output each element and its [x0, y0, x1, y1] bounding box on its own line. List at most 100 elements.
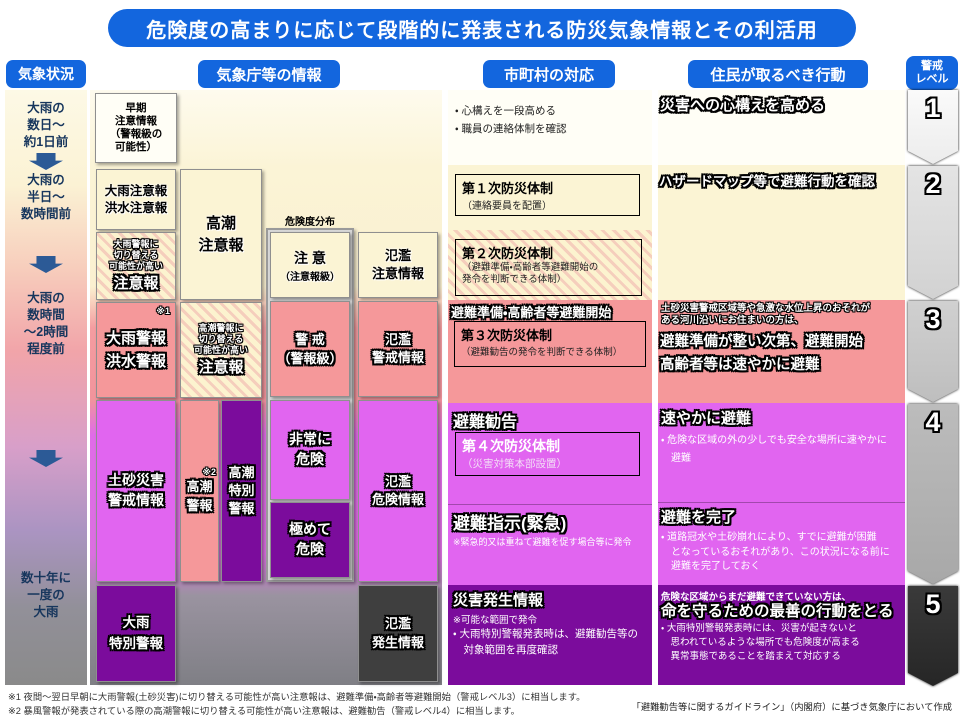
surge-switch-label: 注意報 — [198, 359, 244, 377]
attribution: 「避難勧告等に関するガイドライン」（内閣府）に基づき気象庁において作成 — [631, 702, 952, 712]
municipality-l4-heading: 避難勧告 — [453, 414, 518, 431]
surge-switch-note: 高潮警報に 切り替える 可能性が高い — [193, 322, 248, 356]
header-municipality-response: 市町村の対応 — [483, 60, 615, 88]
alert-level-arrow: 1 — [908, 90, 958, 164]
box4-title: 第４次防災体制 — [462, 438, 560, 454]
box-early-warning-info: 早期 注意情報 （警報級の 可能性） — [95, 93, 177, 163]
municipality-l4-divider — [448, 504, 652, 505]
box-flood-warning-info: 氾濫 警戒情報 — [358, 301, 438, 397]
residents-l4-bullet1: ・ 危険な区域の外の少しでも安全な場所に速やかに 避難 — [661, 435, 887, 464]
box3-title: 第３次防災体制 — [461, 328, 553, 343]
box-heavy-rain-special-warning: 大雨 特別警報 — [96, 585, 176, 682]
box-landslide-alert-info: 土砂災害 警戒情報 — [96, 400, 176, 582]
box-storm-surge-special-warning: 高潮 特別 警報 — [221, 400, 262, 582]
alert-level-number: 1 — [925, 93, 941, 123]
header-alert-level: 警戒 レベル — [906, 56, 958, 90]
footnote-1: ※1 夜間～翌日早朝に大雨警報(土砂災害)に切り替える可能性が高い注意報は、避難… — [8, 692, 586, 702]
municipality-l5-note: ※可能な範囲で発令 — [453, 615, 537, 626]
residents-band-level1 — [658, 90, 905, 165]
residents-l4-heading1: 速やかに避難 — [661, 410, 752, 427]
box-flood-caution-info: 氾濫 注意情報 — [358, 232, 438, 298]
municipality-l5-heading: 災害発生情報 — [453, 592, 544, 609]
alert-level-arrow: 3 — [908, 301, 958, 402]
municipality-l2-box2: 第２次防災体制 （避難準備・高齢者等避難開始の 発令を判断できる体制） — [455, 239, 642, 296]
alert-level-number: 2 — [925, 169, 941, 199]
box2-title: 第２次防災体制 — [462, 246, 554, 261]
risk-map-label: 危険度分布 — [285, 217, 335, 228]
municipality-band-level1 — [448, 90, 652, 165]
municipality-l5-bullet: ・ 大雨特別警報発表時は、避難勧告等の 対象範囲を再度確認 — [453, 628, 638, 656]
box-risk-caution: 注 意 （注意報級） — [270, 232, 350, 298]
residents-l5-heading: 命を守るための最善の行動をとる — [661, 603, 894, 620]
residents-l4-heading2: 避難を完了 — [661, 509, 737, 526]
page-title: 危険度の高まりに応じて段階的に発表される防災気象情報とその利活用 — [108, 9, 856, 47]
timeline-stage-1: 大雨の 数日～ 約1日前 — [23, 101, 69, 149]
box-storm-surge-advisory: 高潮 注意報 — [180, 169, 262, 300]
footnote-mark-1: ※1 — [156, 306, 170, 316]
box-risk-warning: 警 戒 （警報級） — [270, 301, 350, 397]
timeline-stage-3: 大雨の 数時間 ～2時間 程度前 — [23, 291, 69, 356]
residents-l3-main1: 避難準備が整い次第、避難開始 — [660, 334, 863, 350]
box-risk-extremely-dangerous: 極めて 危険 — [270, 502, 350, 578]
residents-l3-main2: 高齢者等は速やかに避難 — [660, 357, 820, 373]
residents-l3-pre: 土砂災害警戒区域等や急激な水位上昇のおそれが ある河川沿いにお住まいの方は、 — [661, 303, 871, 327]
box-storm-surge-warning: ※2 高潮 警報 — [180, 400, 219, 582]
advisory-switch-label: 注意報 — [113, 274, 159, 292]
box2-sub: （避難準備・高齢者等避難開始の 発令を判断できる体制） — [462, 262, 599, 286]
municipality-l1-bullet2: ・ 職員の連絡体制を確認 — [455, 123, 567, 135]
surge-warning-label: 高潮 警報 — [186, 479, 213, 513]
residents-l5-pre: 危険な区域からまだ避難できていない方は、 — [661, 592, 852, 603]
box-heavy-rain-flood-warning: ※1 大雨警報 洪水警報 — [96, 302, 176, 398]
header-weather-situation: 気象状況 — [6, 60, 86, 88]
municipality-l4-box: 第４次防災体制 （災害対策本部設置） — [455, 432, 640, 476]
municipality-l1-bullet1: ・ 心構えを一段高める — [455, 105, 556, 117]
residents-l1-text: 災害への心構えを高める — [660, 97, 826, 114]
municipality-band-level4 — [448, 403, 652, 585]
residents-band-level3 — [658, 300, 905, 403]
timeline-stage-4: 数十年に 一度の 大雨 — [20, 571, 71, 619]
box-surge-advisory-likely-to-become-warning: 高潮警報に 切り替える 可能性が高い 注意報 — [180, 302, 262, 398]
alert-level-number: 5 — [925, 589, 941, 619]
municipality-l3-heading: 避難準備・高齢者等避難開始 — [451, 305, 612, 320]
box4-sub: （災害対策本部設置） — [462, 458, 567, 470]
municipality-l3-box: 第３次防災体制 （避難勧告の発令を判断できる体制） — [454, 321, 646, 367]
alert-level-arrow: 4 — [908, 404, 958, 584]
advisory-switch-note: 大雨警報に 切り替える 可能性が高い — [108, 239, 163, 271]
residents-band-level2 — [658, 165, 905, 300]
down-arrow-icon — [29, 450, 63, 467]
alert-level-number: 3 — [925, 304, 941, 334]
footnote-mark-2: ※2 — [202, 467, 216, 478]
weather-timeline: 大雨の 数日～ 約1日前 大雨の 半日～ 数時間前 大雨の 数時間 ～2時間 程… — [5, 90, 87, 685]
box-flood-danger-info: 氾濫 危険情報 — [358, 400, 438, 582]
box-heavy-rain-flood-advisory: 大雨注意報 洪水注意報 — [96, 169, 176, 230]
header-resident-actions: 住民が取るべき行動 — [688, 60, 868, 88]
municipality-l4-heading2: 避難指示(緊急) — [453, 514, 567, 533]
residents-l5-bullet: ・ 大雨特別警報発表時には、災害が起きないと 思われているような場所でも危険度が… — [661, 623, 860, 662]
municipality-l4-note: ※緊急的又は重ねて避難を促す場合等に発令 — [453, 537, 632, 547]
municipality-band-level2-hatched — [448, 230, 652, 300]
rain-warning-label: 大雨警報 洪水警報 — [105, 329, 166, 370]
box-advisory-likely-to-become-warning: 大雨警報に 切り替える 可能性が高い 注意報 — [96, 232, 176, 300]
box1-sub: （連絡要員を配置） — [462, 201, 552, 212]
timeline-stage-2: 大雨の 半日～ 数時間前 — [20, 173, 71, 221]
residents-l4-bullet2: ・ 道路冠水や土砂崩れにより、すでに避難が困難 となっているおそれがあり、この状… — [661, 532, 890, 572]
box3-sub: （避難勧告の発令を判断できる体制） — [461, 347, 623, 358]
footnote-2: ※2 暴風警報が発表されている際の高潮警報に切り替える可能性が高い注意報は、避難… — [8, 706, 520, 716]
box-risk-very-dangerous: 非常に 危険 — [270, 400, 350, 500]
alert-level-arrow: 5 — [908, 586, 958, 686]
residents-band-level5 — [658, 585, 905, 685]
box-flood-occurrence-info: 氾濫 発生情報 — [358, 585, 438, 682]
residents-l2-text: ハザードマップ等で避難行動を確認 — [659, 174, 875, 189]
municipality-band-level3 — [448, 300, 652, 403]
box1-title: 第１次防災体制 — [462, 181, 554, 196]
header-jma-information: 気象庁等の情報 — [198, 60, 340, 88]
alert-level-number: 4 — [925, 407, 941, 437]
residents-band-level4 — [658, 403, 905, 585]
municipality-band-level5 — [448, 585, 652, 685]
risk-caution-label: 注 意 — [294, 249, 326, 266]
alert-level-arrow: 2 — [908, 166, 958, 299]
municipality-l2-box1: 第１次防災体制 （連絡要員を配置） — [455, 174, 640, 216]
risk-caution-sub: （注意報級） — [280, 271, 340, 283]
down-arrow-icon — [29, 256, 63, 273]
